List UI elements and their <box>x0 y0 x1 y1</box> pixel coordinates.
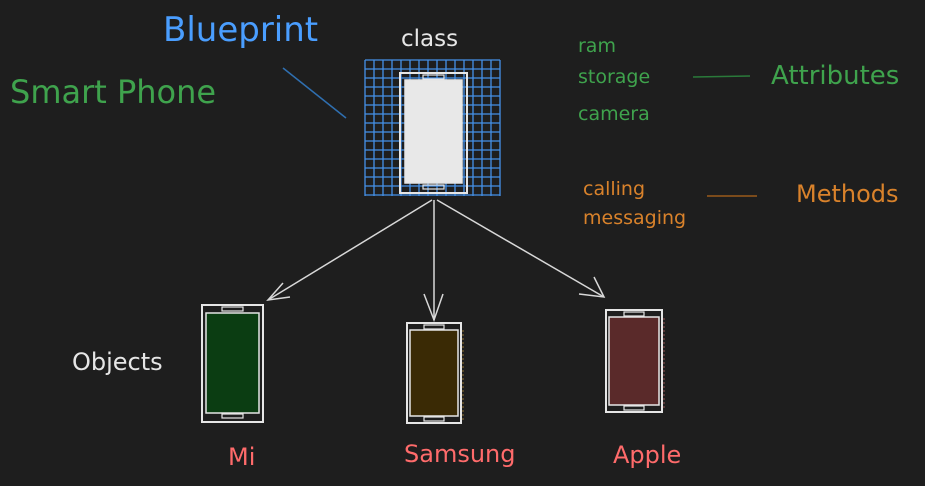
mi-label: Mi <box>228 443 256 471</box>
arrow-to-apple <box>436 199 606 298</box>
messaging-label: messaging <box>583 207 687 229</box>
ram-label: ram <box>578 35 616 57</box>
camera-label: camera <box>578 103 650 125</box>
storage-label: storage <box>578 66 651 88</box>
methods-label: Methods <box>796 180 899 208</box>
mi-phone-icon <box>201 304 264 423</box>
smart-phone-label: Smart Phone <box>10 73 217 111</box>
attributes-label: Attributes <box>771 61 900 91</box>
arrow-to-samsung <box>423 200 444 323</box>
class-phone-icon <box>399 72 468 194</box>
samsung-phone-icon <box>406 322 464 424</box>
arrow-to-mi <box>266 199 433 302</box>
objects-label: Objects <box>72 348 163 376</box>
apple-label: Apple <box>613 441 682 469</box>
blueprint-label: Blueprint <box>163 10 319 50</box>
apple-phone-icon <box>605 309 665 413</box>
samsung-label: Samsung <box>404 440 516 468</box>
attributes-connector <box>692 75 751 78</box>
blueprint-connector <box>282 67 347 119</box>
calling-label: calling <box>583 178 646 200</box>
class-label: class <box>401 26 459 52</box>
